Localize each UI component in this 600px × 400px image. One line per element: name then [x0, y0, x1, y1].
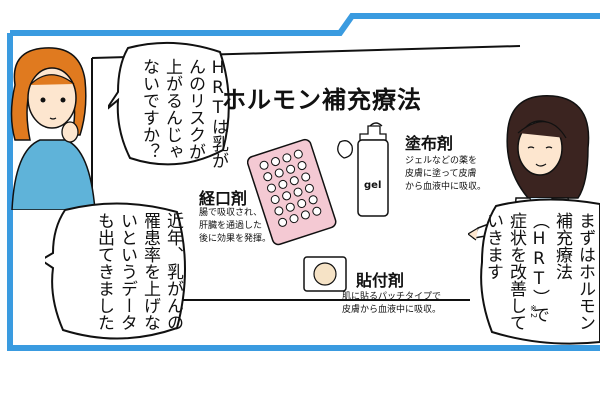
oral-label: 経口剤 [199, 189, 248, 208]
oral-desc-line3: 後に効果を発揮。 [199, 234, 272, 244]
topical-desc-line3: から血液中に吸収。 [405, 182, 487, 192]
oral-desc-line2: 肝臓を通過した [199, 221, 263, 231]
bubble-patient-question [108, 41, 230, 166]
doctor-text: まずはホルモン補充療法（HRT）で症状を改善していきます [483, 212, 595, 331]
patient-answer-text: 近年、乳がんの罹患率を上げないというデータも出てきました [94, 212, 183, 331]
doctor-footnote: ※2 [529, 304, 538, 319]
pill-pack-image [247, 138, 337, 246]
patch-desc-line2: 皮膚から血液中に吸収。 [342, 305, 442, 315]
patient-question-text: HRTは乳がんのリスクが上がるんじゃないですか？ [139, 58, 228, 169]
topical-label: 塗布剤 [405, 134, 454, 153]
patch-label: 貼付剤 [356, 271, 405, 290]
board-title: ホルモン補充療法 [222, 86, 422, 114]
topical-desc-line1: ジェルなどの薬を [405, 156, 478, 166]
bubble-doctor [480, 198, 600, 345]
gel-bottle-label: gel [364, 180, 382, 191]
patch-image [303, 256, 347, 292]
gel-bottle-image [337, 122, 389, 217]
oral-desc-line1: 腸で吸収され、 [199, 208, 263, 218]
bubble-patient-answer [45, 202, 186, 340]
patient-character [10, 47, 96, 210]
patch-desc-line1: 肌に貼るパッチタイプで [342, 292, 442, 302]
topical-desc-line2: 皮膚に塗って皮膚 [405, 169, 477, 179]
